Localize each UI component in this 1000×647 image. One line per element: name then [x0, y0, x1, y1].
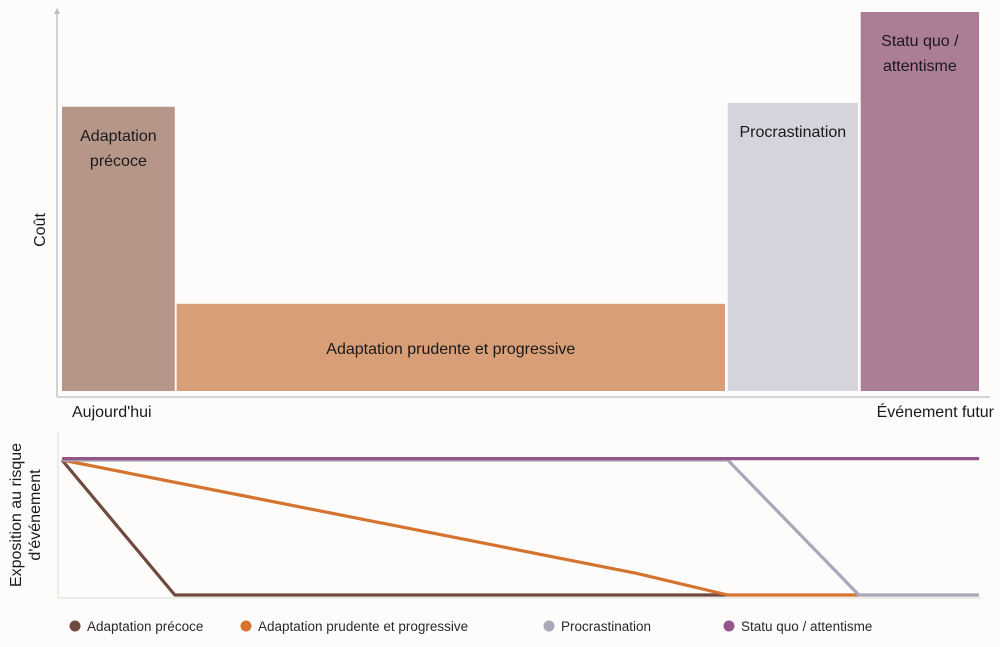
y-axis-label-exposure-1: Exposition au risque [8, 443, 25, 587]
y-axis-label-exposure-2: d'événement [27, 469, 44, 561]
legend-marker-icon [723, 620, 735, 632]
bar-2 [727, 102, 858, 392]
bar-label: précoce [90, 153, 147, 170]
legend-label: Procrastination [561, 619, 651, 634]
series-line-1 [61, 458, 859, 597]
bar-label: Adaptation prudente et progressive [326, 341, 575, 358]
series-line-2 [62, 458, 979, 597]
series-line-0 [60, 458, 727, 597]
legend-marker-icon [543, 620, 555, 632]
bar-0 [62, 106, 175, 391]
x-label-future-event: Événement futur [877, 402, 995, 421]
bar-label: Procrastination [739, 124, 846, 141]
bar-1 [176, 303, 725, 391]
legend-label: Adaptation prudente et progressive [258, 619, 468, 634]
bar-label: Statu quo / [881, 33, 959, 50]
x-label-today: Aujourd'hui [72, 404, 152, 421]
y-axis-arrow-icon [54, 8, 60, 14]
bar-3 [860, 12, 979, 391]
legend-marker-icon [69, 620, 81, 632]
y-axis-label-cost: Coût [32, 213, 49, 247]
legend-marker-icon [240, 620, 252, 632]
bar-label: attentisme [883, 58, 957, 75]
legend-label: Statu quo / attentisme [741, 619, 872, 634]
legend-label: Adaptation précoce [87, 619, 203, 634]
bar-label: Adaptation [80, 128, 157, 145]
